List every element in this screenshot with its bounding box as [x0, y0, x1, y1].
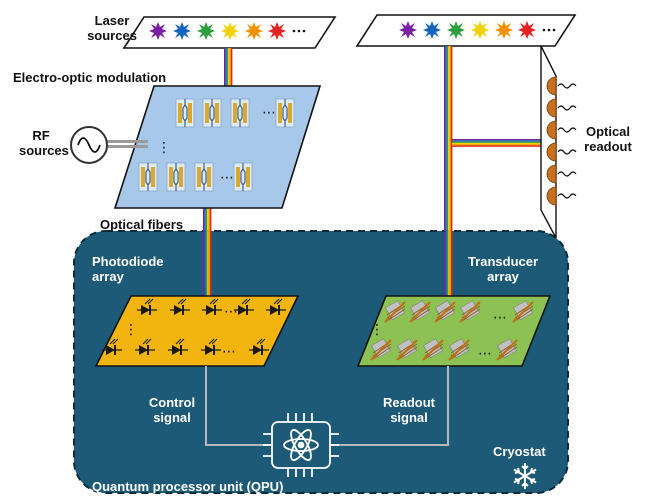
photodiode-dots-vertical: ⋮ [124, 322, 138, 338]
eo-modulation-panel [113, 85, 322, 209]
rf-sources-icon [70, 126, 148, 164]
optical-readout-label: Optical readout [584, 124, 632, 154]
fiber-bundle-to-readout [452, 139, 545, 147]
laser-dots-right [542, 28, 556, 32]
laser-sources-label: Laser sources [87, 13, 137, 43]
transducer-dots-vertical: ⋮ [370, 322, 384, 338]
eo-dots-top: ⋯ [262, 105, 276, 121]
cryostat-label: Cryostat [493, 444, 546, 459]
fiber-bundle-eo-to-photodiode [203, 207, 212, 297]
fiber-bundle-laser-to-eo [224, 48, 233, 86]
readout-signal-wire [332, 366, 449, 446]
eo-modulation-label: Electro-optic modulation [13, 70, 167, 85]
transducer-array-label: Transducer array [467, 254, 539, 284]
eo-dots-bottom: ⋯ [220, 170, 234, 186]
readout-signal-label: Readout signal [383, 395, 435, 425]
photodiode-array-label: Photodiode array [92, 254, 164, 284]
rf-sources-label: RF sources [19, 128, 69, 158]
qpu-chip-icon [263, 413, 339, 477]
qpu-label: Quantum processor unit (QPU) [92, 479, 284, 494]
fiber-bundle-laser-to-transducer [444, 46, 453, 296]
optical-readout-panel [540, 45, 557, 239]
control-signal-wire [205, 366, 269, 446]
eo-dots-vertical: ⋮ [157, 140, 171, 156]
transducer-dots-top: ⋯ [493, 310, 507, 326]
photodiode-dots-top: ⋯ [224, 304, 238, 320]
photodiode-dots-bottom: ⋯ [222, 344, 236, 360]
control-signal-label: Control signal [148, 395, 196, 425]
transducer-dots-bottom: ⋯ [478, 346, 492, 362]
optical-fibers-label: Optical fibers [100, 217, 184, 232]
laser-dots-left [292, 29, 306, 33]
laser-bar-right [355, 14, 577, 47]
snowflake-icon [513, 463, 537, 489]
